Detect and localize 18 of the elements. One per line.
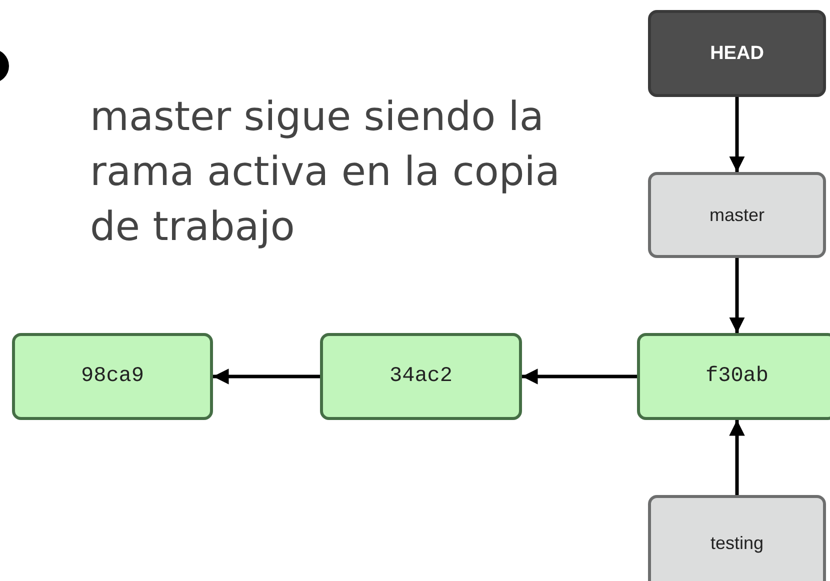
commit-box <box>12 333 213 420</box>
head-pointer-box <box>648 10 826 97</box>
commit-box <box>637 333 830 420</box>
commit-box <box>320 333 522 420</box>
node-label: testing <box>710 532 764 554</box>
node-label: HEAD <box>710 42 764 64</box>
arrow <box>729 97 745 172</box>
arrow <box>729 258 745 333</box>
node-label: 34ac2 <box>389 365 452 388</box>
node-label: 98ca9 <box>80 365 144 388</box>
note-text: master sigue siendo la rama activa en la copia de trabajo <box>90 93 561 252</box>
arrow <box>213 368 320 384</box>
node-label: master <box>709 204 764 226</box>
arrow <box>522 368 637 384</box>
arrow <box>729 420 745 495</box>
node-label: f30ab <box>705 365 768 388</box>
branch-box <box>648 495 826 581</box>
branch-box <box>648 172 826 258</box>
